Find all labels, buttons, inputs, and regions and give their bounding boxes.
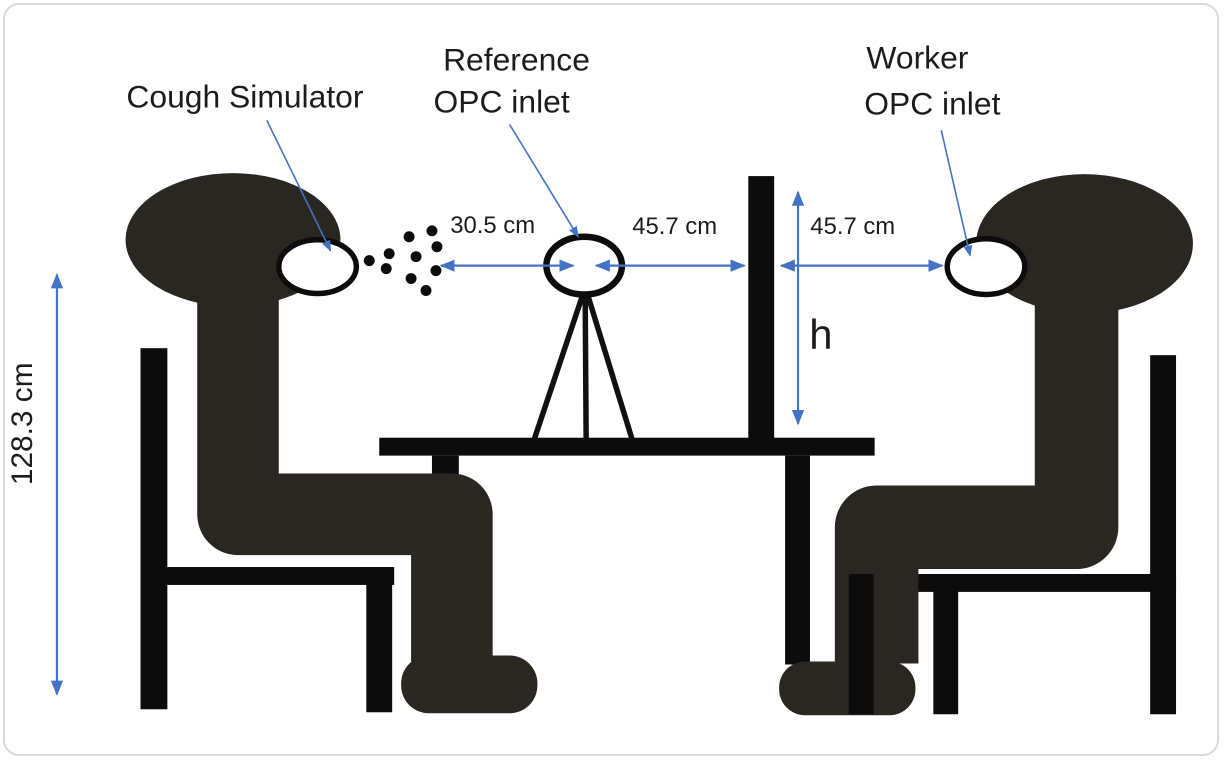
reference-opc-label-line2: OPC inlet	[433, 83, 569, 119]
right-chair-back-leg	[1150, 355, 1177, 715]
cough-droplet	[363, 255, 375, 267]
dimension-arrows	[50, 120, 973, 696]
reference-opc-label-line1: Reference	[443, 42, 590, 78]
cough-droplet-cloud	[363, 225, 443, 296]
table-top	[379, 437, 875, 456]
cough-droplet	[410, 251, 422, 263]
dim-label-cough-to-reference: 30.5 cm	[450, 212, 535, 239]
left-chair-front-leg	[366, 567, 393, 713]
cough-droplet	[431, 241, 443, 253]
pointer-arrow-worker-opc	[940, 130, 973, 257]
left-person-foot	[401, 655, 538, 714]
tripod-left-leg	[531, 295, 585, 440]
cough-droplet	[420, 285, 432, 296]
right-person-foot	[779, 661, 916, 716]
right-person-head	[976, 174, 1193, 314]
cough-simulator-label: Cough Simulator	[126, 78, 363, 114]
worker-opc-label-line1: Worker	[866, 40, 968, 76]
cough-droplet	[380, 263, 392, 275]
table-right-leg	[785, 455, 810, 665]
right-person-body	[834, 301, 1119, 664]
left-chair-back-leg	[140, 348, 168, 710]
left-chair-seat	[140, 567, 395, 585]
cough-droplet	[426, 225, 438, 237]
pointer-arrow-reference-opc	[508, 123, 579, 238]
cough-simulator-mouth	[276, 237, 360, 297]
dim-label-barrier-height: h	[809, 311, 832, 358]
worker-opc-label-line2: OPC inlet	[864, 85, 1000, 121]
right-chair-front-leg	[933, 573, 959, 715]
right-chair-front-leg-near	[848, 573, 874, 715]
tripod-center-leg	[582, 292, 589, 440]
right-chair-seat	[901, 573, 1177, 592]
dim-label-barrier-to-worker: 45.7 cm	[810, 213, 895, 240]
cough-droplet	[405, 273, 417, 285]
experiment-setup-diagram: Cough Simulator Reference OPC inlet Work…	[6, 40, 1193, 716]
cough-droplet	[430, 265, 442, 277]
left-chair	[140, 348, 395, 713]
dim-label-reference-to-barrier: 45.7 cm	[632, 213, 717, 240]
right-chair	[901, 355, 1177, 715]
cough-droplet	[403, 231, 415, 243]
right-person-silhouette	[779, 174, 1193, 716]
tripod	[531, 292, 635, 440]
worker-opc-inlet-mouth	[944, 236, 1028, 298]
tripod-right-leg	[585, 295, 635, 440]
barrier-panel	[748, 176, 775, 441]
figure-card: Cough Simulator Reference OPC inlet Work…	[3, 3, 1219, 756]
dim-label-mouth-height: 128.3 cm	[6, 362, 39, 485]
left-person-body	[197, 298, 493, 662]
pointer-arrow-cough-simulator	[266, 120, 332, 252]
cough-droplet	[383, 248, 395, 260]
